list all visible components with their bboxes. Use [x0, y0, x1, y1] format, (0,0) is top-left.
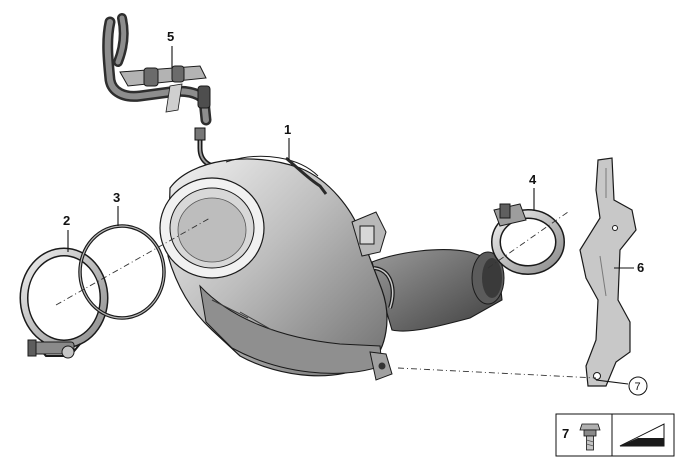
catalytic-converter-part	[159, 155, 505, 381]
callout-7: 7	[635, 381, 641, 393]
wedge-icon	[619, 423, 665, 447]
callout-7-circled: 7	[628, 376, 648, 396]
parts-legend: 7	[555, 413, 675, 457]
callout-5: 5	[167, 29, 174, 44]
pipe-clamp-part	[491, 203, 565, 275]
callout-4: 4	[529, 172, 537, 187]
leader-lines	[67, 46, 634, 385]
callout-1: 1	[284, 122, 291, 137]
callout-2: 2	[63, 213, 70, 228]
clamp-part	[19, 247, 109, 359]
bolt-icon	[579, 423, 601, 451]
assembly-axes	[55, 211, 597, 379]
bracket-part	[579, 157, 637, 387]
vacuum-hose-part	[102, 13, 227, 171]
callout-6: 6	[637, 260, 644, 275]
callout-3: 3	[113, 190, 120, 205]
gasket-ring-part	[78, 224, 166, 320]
legend-bolt-number: 7	[562, 426, 569, 441]
